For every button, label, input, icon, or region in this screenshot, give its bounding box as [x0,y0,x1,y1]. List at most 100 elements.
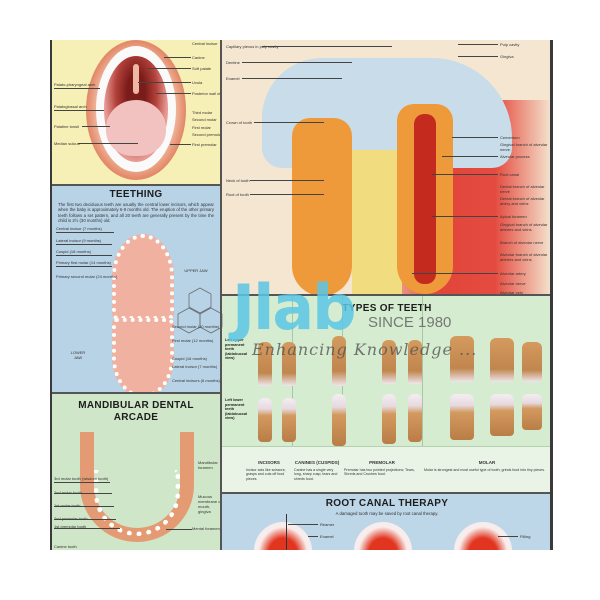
label: Mandibular foramen [198,460,218,470]
column-divider [292,296,293,492]
upper-first-premolar [382,340,396,384]
leader-line [308,536,318,537]
leader-line [242,78,342,79]
column-desc: Molar is strongest and most useful type … [424,468,546,472]
label: Central incisor (7 months) [56,226,102,231]
leader-line [56,244,112,245]
uvula-illustration [133,64,139,94]
leader-line [54,110,104,111]
upper-canine [332,336,346,386]
label: Root canal [500,172,520,177]
column-divider [422,296,423,492]
dentine-illustration [292,118,352,294]
leader-line [432,174,498,175]
label: 2nd premolar tooth [54,516,88,521]
label: Third molar [192,110,213,115]
root-canal-tooth-2 [354,522,412,550]
leader-line [458,44,498,45]
label: Mucous membrane of mouth, gingiva [198,494,222,514]
column-title-incisors: INCISORS [258,460,280,465]
leader-line [412,273,498,274]
descriptions-band [222,446,550,492]
label: Enamel [320,534,334,539]
upper-first-molar [450,336,474,382]
label: Lateral incisor (9 months) [56,238,102,243]
leader-line [452,137,498,138]
types-title: TYPES OF TEETH [342,303,432,314]
lower-central-incisor [258,398,272,442]
label: Posterior wall of pharynx [192,91,221,96]
label: Palato-pharyngeal arch [54,82,96,87]
label: Alveolar nerve [500,281,526,286]
leader-line [54,482,110,483]
label: Enamel [226,76,240,81]
mandibular-teeth-illustration [94,470,180,536]
row-label-upper: Left upper permanent teeth (labiobuccal … [225,338,248,361]
teething-description: The first two deciduous teeth are usuall… [58,202,214,223]
alveolar-bone-illustration [352,150,402,294]
label: Branch of alveolar nerve [500,240,544,245]
label: Capillary plexus in pulp cavity [226,44,279,49]
leader-line [54,88,100,89]
label: Palatoglossal arch [54,104,87,109]
leader-line [54,506,114,507]
root-canal-tooth-1 [254,522,312,550]
column-desc: Canine has a single very long, sharp cus… [294,468,338,481]
leader-line [442,156,498,157]
label: Gingival branch of alveolar arteries and… [500,222,548,232]
tongue-illustration [106,100,166,156]
label: First molar [192,125,211,130]
mandibular-title-line1: MANDIBULAR DENTAL [78,400,194,411]
label: First premolar [192,142,217,147]
upper-second-premolar [408,340,422,384]
label: Canine [192,55,205,60]
pulp-illustration [414,114,436,284]
upper-lateral-incisor [282,342,296,386]
types-of-teeth-panel: TYPES OF TEETH Left upper permanent teet… [222,296,550,494]
lower-jaw-illustration [112,318,174,392]
mandibular-panel: MANDIBULAR DENTAL ARCADE 3rd molar tooth… [52,394,222,550]
label: Palatine tonsil [54,124,79,129]
label: Soft palate [192,66,212,71]
label: Alveolar vein [500,290,523,295]
leader-line [498,536,518,537]
label: Cuspid (18 months) [56,249,91,254]
label: Canine tooth [54,544,77,549]
label: Root of tooth [226,192,249,197]
label: Cuspid (16 months) [172,356,207,361]
leader-line [170,144,191,145]
label: Alveolar process [500,154,530,159]
lower-first-molar [450,394,474,440]
upper-central-incisor [258,342,272,386]
lower-lateral-incisor [282,398,296,442]
column-title-molar: MOLAR [478,460,496,465]
column-desc: Incisor acts like scissors; grasps and c… [246,468,286,481]
leader-line [250,180,324,181]
label: Crown of tooth [226,120,253,125]
leader-line [54,519,116,520]
tooth-cross-section-panel: Capillary plexus in pulp cavity Dentine … [222,40,550,296]
teething-panel: TEETHING The first two deciduous teeth a… [52,186,222,394]
leader-line [54,493,112,494]
label: Primary first molar (14 months) [56,260,111,265]
row-label-lower: Left lower permanent teeth (labiobuccal … [225,398,248,421]
leader-line [166,529,192,530]
label: Alveolar branch of alveolar arteries and… [500,252,548,262]
leader-line [56,232,114,233]
leader-line [56,255,112,256]
label: Central incisor [192,41,218,46]
leader-line [242,62,352,63]
leader-line [262,46,392,47]
column-desc: Premolar has two pointed projections; Te… [344,468,415,477]
leader-line [78,143,138,144]
lower-jaw-label: LOWER JAW [70,350,86,360]
label: Central incisors (6 months) [172,378,220,383]
leader-line [288,524,318,525]
upper-second-molar [490,338,514,382]
label: Uvula [192,80,203,85]
lower-canine [332,394,346,446]
root-canal-subtitle: A damaged tooth may be saved by root can… [335,511,439,516]
anatomy-poster: Palato-pharyngeal arch Palatoglossal arc… [50,40,553,550]
label: Alveolar artery [500,271,526,276]
leader-line [432,216,498,217]
